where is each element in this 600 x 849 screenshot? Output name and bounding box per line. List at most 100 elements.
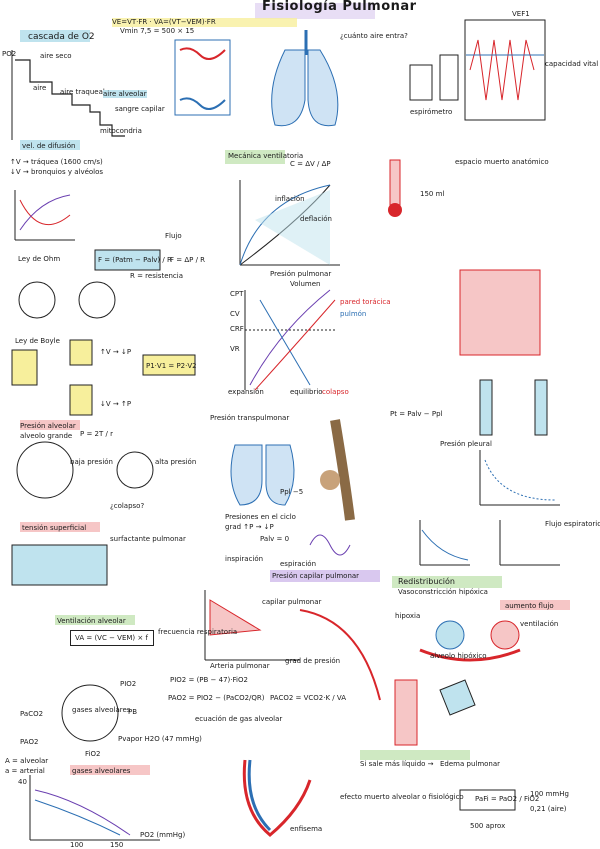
pao2-label: PAO2 (20, 738, 39, 746)
v150-label: 150 ml (420, 190, 445, 198)
laplace-formula: P = 2T / r (80, 430, 113, 438)
expansion-label: expansión (228, 388, 264, 396)
gases-center: gases alveolares (72, 706, 131, 714)
boyle-formula: P1·V1 = P2·V2 (146, 362, 197, 370)
boyle-a: ↑V → ↓P (100, 348, 132, 356)
flujo-label: Flujo (165, 232, 182, 240)
po2-label: PO2 (2, 50, 17, 58)
pleural-label: Presión pleural (440, 440, 492, 448)
pafi-n3: 500 aprox (470, 822, 506, 830)
curve-x: PO2 (mmHg) (140, 831, 186, 839)
boyle-b: ↓V → ↑P (100, 400, 132, 408)
laplace-l2: baja presión (70, 458, 113, 466)
pafi-formula: PaFi = PaO2 / FiO2 (475, 795, 540, 803)
vr-label: VR (230, 345, 240, 353)
volume-heading: Volumen (290, 280, 321, 288)
pafi-n1: 100 mmHg (530, 790, 569, 798)
pulmon-label: pulmón (340, 310, 367, 318)
curve-a: A = alveolar (5, 757, 49, 765)
laplace-heading: Presión alveolar (20, 422, 76, 430)
compliance-formula: C = ΔV / ΔP (290, 160, 331, 168)
pb-label: PB (128, 708, 138, 716)
laplace-q: ¿colapso? (110, 502, 145, 510)
capilar-l1: capilar pulmonar (262, 598, 322, 606)
efecto-label: efecto muerto alveolar o fisiológico (340, 793, 464, 801)
page-title: Fisiología Pulmonar (262, 0, 417, 14)
ohm-formula: F = (Patm − Palv) / R (98, 256, 172, 264)
colapso-label: colapso (322, 388, 349, 396)
capacidad-label: capacidad vital (545, 60, 599, 68)
hipoxia-label: hipoxia (395, 612, 421, 620)
capilar-heading: Presión capilar pulmonar (272, 572, 360, 580)
step-mitocondria: mitocondria (100, 127, 142, 135)
resistencia-label: R = resistencia (130, 272, 184, 280)
laplace-l3: alta presión (155, 458, 197, 466)
ohm-heading: Ley de Ohm (18, 255, 61, 263)
redist-heading: Redistribución (398, 577, 455, 586)
ptp-heading: Presión transpulmonar (210, 414, 290, 422)
fio2-label: FiO2 (85, 750, 101, 758)
cascada-heading: cascada de O2 (28, 32, 95, 42)
boyle-heading: Ley de Boyle (15, 337, 60, 345)
difusion-heading: vel. de difusión (22, 142, 76, 150)
curve-heading: gases alveolares (72, 767, 131, 775)
step-alveolar: aire alveolar (103, 90, 147, 98)
tension-label: tensión superficial (22, 524, 87, 532)
step-aire: aire (33, 84, 47, 92)
ventilation-line-2: Vmin 7,5 = 500 × 15 (120, 27, 195, 35)
edema-label: Edema pulmonar (440, 760, 501, 768)
cpt-label: CPT (230, 290, 244, 298)
uso-o2-heading: ¿cuánto aire entra? (340, 32, 408, 40)
paco2-label: PaCO2 (20, 710, 44, 718)
step-traqueal: aire traqueal (60, 88, 105, 96)
arteria-label: Arteria pulmonar (210, 662, 270, 670)
espacio-muerto-label: espacio muerto anatómico (455, 158, 549, 166)
difusion-l1: ↑V → tráquea (1600 cm/s) (10, 158, 103, 166)
pio2-label: PIO2 (120, 680, 137, 688)
ventilacion-label: ventilación (520, 620, 559, 628)
ventilation-line-1: VE=VT·FR · VA=(VT−VEM)·FR (112, 18, 216, 26)
surfactant-label: surfactante pulmonar (110, 535, 186, 543)
alveolo-hipoxico-label: alveolo hipóxico (430, 652, 487, 660)
expiration-label: espiración (280, 560, 317, 568)
mecanica-heading: Mecánica ventilatoria (228, 152, 304, 160)
step-aire-seco: aire seco (40, 52, 72, 60)
enfisema-label: enfisema (290, 825, 323, 833)
fr-label: frecuencia respiratoria (158, 628, 238, 636)
eq-2: PAO2 = PIO2 − (PaCO2/QR) (168, 694, 265, 702)
redist-sub: Vasoconstricción hipóxica (398, 588, 488, 596)
curve-tick-150: 150 (110, 841, 124, 849)
eq-heading: ecuación de gas alveolar (195, 715, 283, 723)
ohm-simple: F = ΔP / R (170, 256, 206, 264)
inspiration-label: inspiración (225, 555, 264, 563)
palv-label: Palv = 0 (260, 535, 290, 543)
step-capilar: sangre capilar (115, 105, 165, 113)
ciclo-heading: Presiones en el ciclo (225, 513, 296, 521)
ciclo-l1: grad ↑P → ↓P (225, 523, 274, 531)
ppl-label: Ppl −5 (280, 488, 304, 496)
vapor-label: Pvapor H2O (47 mmHg) (118, 735, 202, 743)
va-formula-box: VA = (VC − VEM) × f (70, 630, 154, 646)
curve-tick-100: 100 (70, 841, 84, 849)
equilibrio-label: equilibrio (290, 388, 323, 396)
curve-y: 40 (18, 778, 27, 786)
eq-3: PACO2 = VCO2·K / VA (270, 694, 346, 702)
eq-1: PIO2 = (PB − 47)·FiO2 (170, 676, 248, 684)
crf-label: CRF (230, 325, 244, 333)
ptp-formula: Pt = Palv − Ppl (390, 410, 443, 418)
aumento-flujo-label: aumento flujo (505, 602, 554, 610)
pressure-axis-label: Presión pulmonar (270, 270, 332, 278)
vef1-label: VEF1 (512, 10, 530, 18)
difusion-l2: ↓V → bronquios y alvéolos (10, 168, 104, 176)
spirometer-label: espirómetro (410, 108, 453, 116)
flow-label: Flujo espiratorio (545, 520, 600, 528)
laplace-l1: alveolo grande (20, 432, 73, 440)
va-heading: Ventilación alveolar (57, 617, 126, 625)
pared-label: pared torácica (340, 298, 391, 306)
pafi-n2: 0,21 (aire) (530, 805, 567, 813)
deflation-label: deflación (300, 215, 332, 223)
edema-line: Si sale más líquido → (360, 760, 434, 768)
cv-label: CV (230, 310, 240, 318)
va-formula: VA = (VC − VEM) × f (75, 634, 148, 642)
